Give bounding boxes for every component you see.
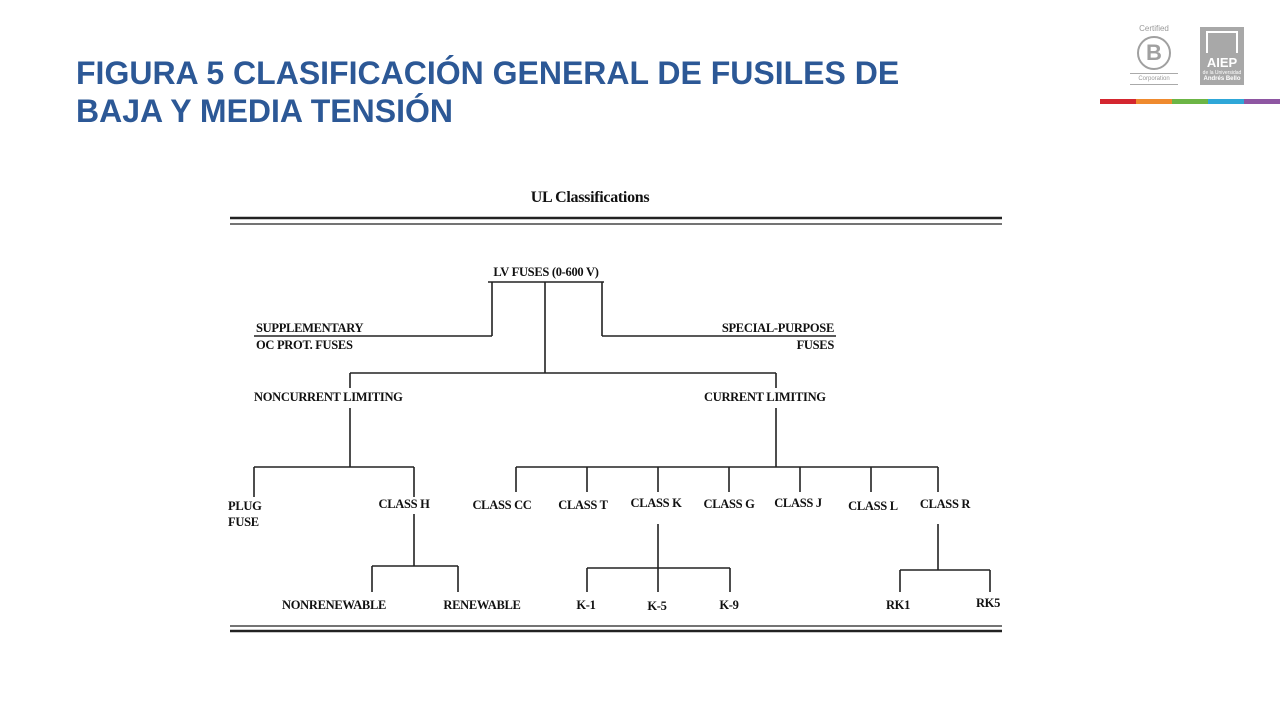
logo-area: Certified B Corporation AIEP de la Unive… <box>1100 24 1280 106</box>
b-corp-letter: B <box>1137 36 1171 70</box>
aiep-building-icon <box>1206 31 1238 53</box>
node-rk1: RK1 <box>886 598 910 612</box>
node-class-k: CLASS K <box>630 496 682 510</box>
node-nonrenewable: NONRENEWABLE <box>282 598 386 612</box>
node-current-limiting: CURRENT LIMITING <box>704 390 826 404</box>
fuse-classification-diagram: UL Classifications LV FUSES (0-600 V) SU… <box>220 180 1010 640</box>
node-supplementary-line1: SUPPLEMENTARY <box>256 321 364 335</box>
brand-color-segment-3 <box>1172 99 1208 104</box>
aiep-name: AIEP <box>1206 55 1238 70</box>
node-plug-line2: FUSE <box>228 515 259 529</box>
slide-title: FIGURA 5 CLASIFICACIÓN GENERAL DE FUSILE… <box>76 54 1076 130</box>
node-class-cc: CLASS CC <box>472 498 531 512</box>
node-k1: K-1 <box>576 598 595 612</box>
node-class-g: CLASS G <box>703 497 755 511</box>
node-class-l: CLASS L <box>848 499 898 513</box>
node-class-t: CLASS T <box>558 498 608 512</box>
diagram-header: UL Classifications <box>531 189 650 206</box>
node-lv-fuses: LV FUSES (0-600 V) <box>493 265 598 279</box>
brand-color-segment-5 <box>1244 99 1280 104</box>
slide-title-line2: BAJA Y MEDIA TENSIÓN <box>76 93 453 129</box>
node-rk5: RK5 <box>976 596 1000 610</box>
node-special-line2: FUSES <box>797 338 835 352</box>
node-k5: K-5 <box>647 599 666 613</box>
node-class-r: CLASS R <box>920 497 972 511</box>
aiep-logo: AIEP de la Universidad Andrés Bello <box>1200 27 1244 85</box>
node-class-j: CLASS J <box>774 496 822 510</box>
node-k9: K-9 <box>719 598 738 612</box>
b-corp-corporation-text: Corporation <box>1130 73 1178 85</box>
node-supplementary-line2: OC PROT. FUSES <box>256 338 353 352</box>
brand-color-segment-1 <box>1100 99 1136 104</box>
diagram-svg: UL Classifications LV FUSES (0-600 V) SU… <box>228 189 1002 633</box>
node-special-line1: SPECIAL-PURPOSE <box>722 321 834 335</box>
node-renewable: RENEWABLE <box>443 598 520 612</box>
aiep-sub1: de la Universidad <box>1202 70 1242 76</box>
slide-title-line1: FIGURA 5 CLASIFICACIÓN GENERAL DE FUSILE… <box>76 55 900 91</box>
node-noncurrent-limiting: NONCURRENT LIMITING <box>254 390 403 404</box>
b-corp-logo: Certified B Corporation <box>1130 24 1178 86</box>
node-plug-line1: PLUG <box>228 499 262 513</box>
brand-color-segment-4 <box>1208 99 1244 104</box>
node-class-h: CLASS H <box>378 497 430 511</box>
b-corp-certified-text: Certified <box>1139 24 1169 33</box>
aiep-sub2: Andrés Bello <box>1203 76 1241 82</box>
brand-color-segment-2 <box>1136 99 1172 104</box>
brand-color-bar <box>1100 99 1280 104</box>
